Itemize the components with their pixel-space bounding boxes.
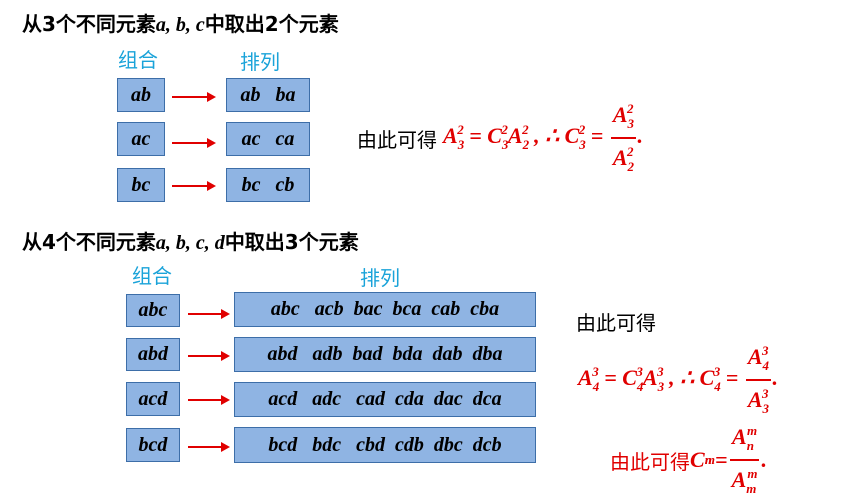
arrow-icon	[188, 309, 230, 319]
conclusion-1-text: 由此可得	[357, 127, 437, 152]
combo-box: bcd	[126, 428, 180, 462]
label-combination-1: 组合	[118, 48, 158, 72]
arrow-icon	[172, 138, 216, 148]
heading-1-cn-end: 中取出2个元素	[204, 12, 339, 36]
heading-1-vars: a, b, c	[155, 14, 205, 36]
label-permutation-2: 排列	[360, 266, 400, 290]
perm-box: acd adc cad cda dac dca	[234, 382, 536, 417]
arrow-icon	[188, 395, 230, 405]
heading-1-cn-start: 从3个不同元素	[22, 12, 156, 36]
combo-box: abd	[126, 338, 180, 371]
heading-2-vars: a, b, c, d	[155, 232, 225, 254]
label-combination-2: 组合	[132, 264, 172, 288]
arrow-icon	[172, 181, 216, 191]
arrow-icon	[172, 92, 216, 102]
combo-box: ab	[117, 78, 165, 112]
perm-box: ac ca	[226, 122, 310, 156]
conclusion-2-text: 由此可得	[576, 311, 656, 335]
arrow-icon	[188, 351, 230, 361]
heading-2: 从4个不同元素a, b, c, d中取出3个元素	[22, 226, 359, 255]
perm-box: bc cb	[226, 168, 310, 202]
perm-box: abd adb bad bda dab dba	[234, 337, 536, 372]
perm-box: bcd bdc cbd cdb dbc dcb	[234, 427, 536, 463]
general-text: 由此可得	[610, 449, 690, 474]
heading-2-cn-end: 中取出3个元素	[224, 230, 359, 254]
heading-2-cn-start: 从4个不同元素	[22, 230, 156, 254]
perm-box: abc acb bac bca cab cba	[234, 292, 536, 327]
arrow-icon	[188, 442, 230, 452]
combo-box: abc	[126, 294, 180, 327]
combo-box: ac	[117, 122, 165, 156]
perm-box: ab ba	[226, 78, 310, 112]
heading-1: 从3个不同元素a, b, c中取出2个元素	[22, 8, 339, 37]
combo-box: acd	[126, 382, 180, 416]
label-permutation-1: 排列	[240, 50, 280, 74]
combo-box: bc	[117, 168, 165, 202]
